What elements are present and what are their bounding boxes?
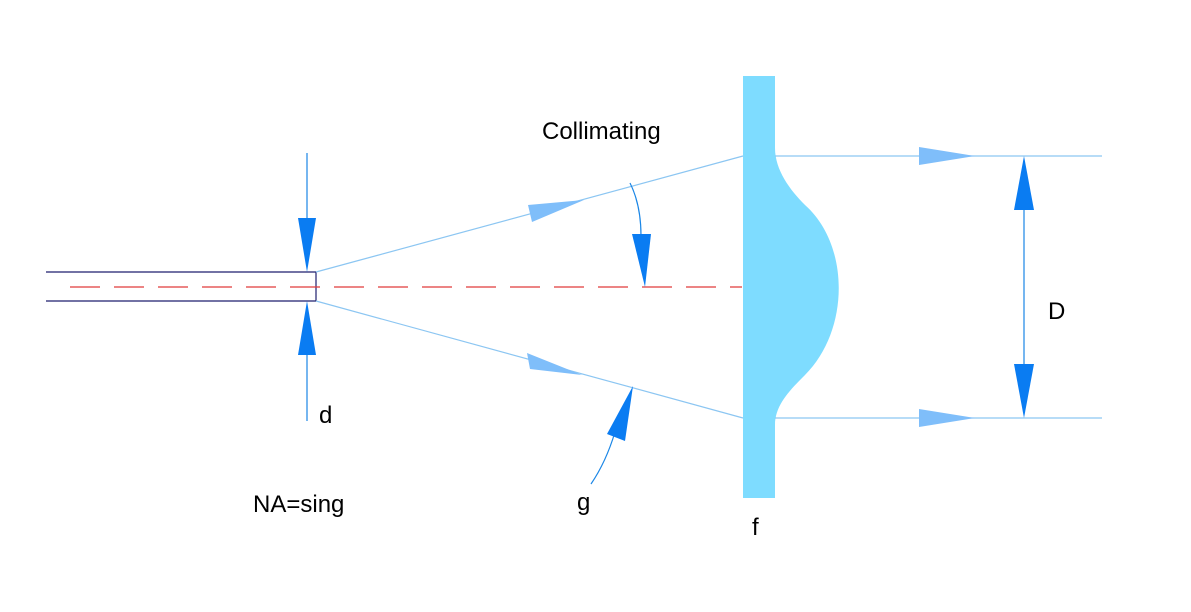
ray-arrow-upper-collimated (919, 147, 975, 165)
ray-arrow-upper-diverging (528, 200, 584, 222)
angle-arrow-upper (632, 234, 651, 287)
title-label: Collimating (542, 118, 661, 145)
dimension-d-upper-arrow (298, 218, 316, 272)
angle-arc-lower (590, 431, 616, 485)
ray-arrow-lower-collimated (919, 409, 975, 427)
collimating-lens (743, 76, 839, 498)
numerical-aperture-label: NA=sing (253, 491, 344, 518)
diameter-output-label: D (1048, 298, 1065, 325)
focal-length-label: f (752, 514, 759, 541)
dimension-D-upper-arrow (1014, 156, 1034, 210)
dimension-d-lower-arrow (298, 301, 316, 355)
angle-arc-upper (629, 182, 642, 237)
dimension-D (1014, 156, 1034, 418)
angle-indicator-upper (629, 182, 651, 287)
angle-arrow-lower (607, 386, 633, 441)
ray-arrow-lower-diverging (527, 353, 582, 375)
dimension-D-lower-arrow (1014, 364, 1034, 418)
diameter-input-label: d (319, 402, 332, 429)
angle-indicator-lower (590, 386, 633, 485)
dimension-d (298, 153, 316, 421)
diverging-ray-upper (315, 155, 744, 273)
angle-label: g (577, 489, 590, 516)
